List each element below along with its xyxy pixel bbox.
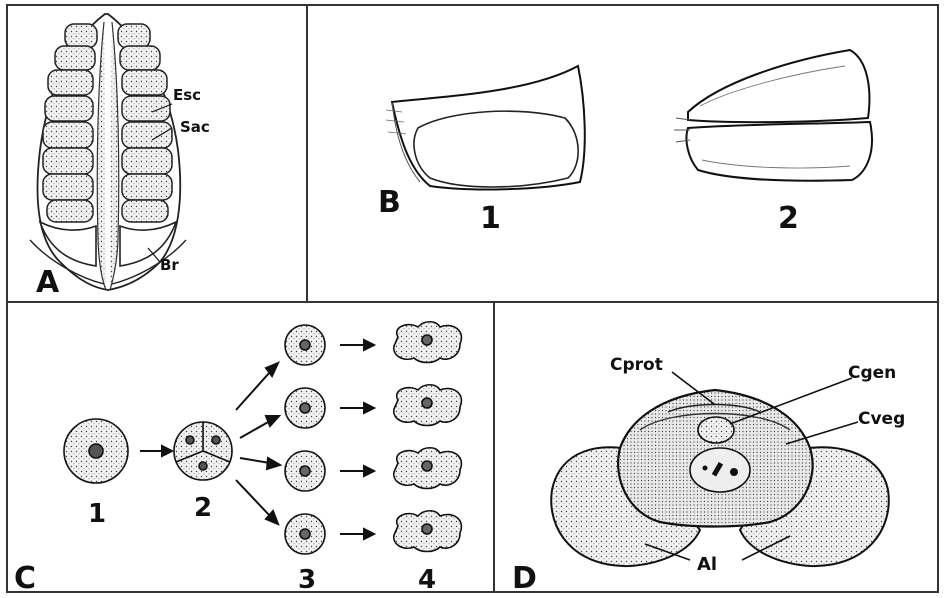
panel-c-stage-1-label: 1 — [88, 499, 106, 529]
label-cgen: Cgen — [848, 363, 896, 383]
panel-c-illustration — [64, 322, 461, 554]
label-al: Al — [697, 554, 717, 575]
panel-b-item-1-label: 1 — [480, 201, 501, 236]
panel-c-stage-4-label: 4 — [418, 565, 436, 595]
panel-c-stage-3-label: 3 — [298, 565, 316, 595]
panel-letter-a: A — [36, 265, 60, 300]
panel-letter-b: B — [378, 185, 401, 220]
panel-a-illustration — [30, 14, 186, 290]
panel-c-stage-2-label: 2 — [194, 493, 212, 523]
panel-d-illustration — [551, 372, 889, 566]
panel-b-item-1-drawing — [386, 66, 585, 189]
label-cprot: Cprot — [610, 355, 663, 375]
panel-b-item-2-drawing — [674, 50, 872, 181]
panel-b-item-2-label: 2 — [778, 201, 799, 236]
label-cveg: Cveg — [858, 409, 905, 429]
panel-letter-d: D — [512, 561, 537, 596]
label-br: Br — [160, 256, 179, 274]
panel-letter-c: C — [14, 561, 36, 596]
label-esc: Esc — [173, 86, 201, 104]
label-sac: Sac — [180, 118, 210, 136]
